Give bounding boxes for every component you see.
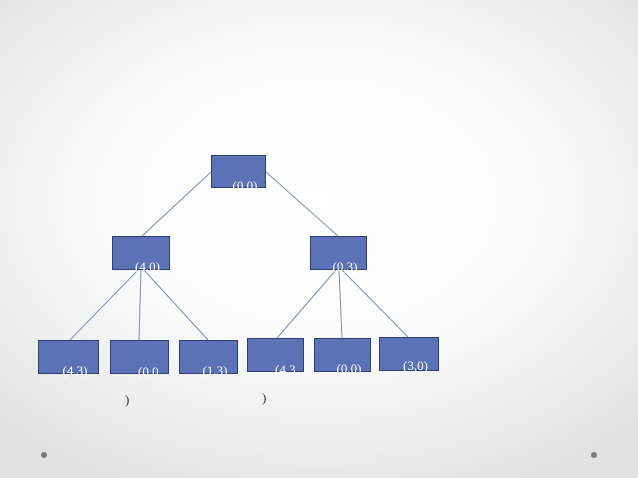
node-level2-2: (0,0 ) [110, 340, 169, 407]
node-level1-right: (0,3) [310, 236, 367, 274]
edge-left-child3 [143, 269, 209, 341]
node-level1-right-label: (0,3) [332, 259, 358, 274]
node-level2-3-label: (1,3) [202, 363, 228, 378]
node-level2-4-label-line1: (4,3 [275, 362, 296, 377]
node-root-label: (0,0) [232, 178, 258, 193]
edge-left-child2 [138, 269, 142, 341]
node-level1-left-label: (4,0) [135, 259, 160, 274]
decorative-dot-left [41, 452, 47, 458]
node-level2-4: (4,3 ) [247, 338, 304, 405]
node-level2-5-label: (0,0) [336, 361, 362, 376]
decorative-dot-right [591, 452, 597, 458]
edge-root-right [265, 171, 339, 237]
edge-right-child1 [276, 269, 337, 339]
node-level2-3: (1,3) [179, 340, 238, 378]
node-level2-6-label: (3,0) [403, 358, 428, 373]
node-level2-6: (3,0) [379, 337, 439, 373]
edge-left-child1 [69, 269, 139, 341]
node-level1-left: (4,0) [112, 236, 170, 274]
node-level2-1-label: (4,3) [62, 363, 88, 378]
node-level2-2-label-line2: ) [125, 392, 130, 407]
edge-right-child3 [341, 269, 409, 338]
edge-root-left [141, 171, 212, 237]
node-level2-1: (4,3) [38, 340, 99, 378]
node-level2-4-label-line2: ) [262, 390, 267, 405]
node-root: (0,0) [211, 155, 266, 193]
node-level2-2-label-line1: (0,0 [138, 364, 159, 379]
edge-right-child2 [338, 269, 343, 339]
node-level2-5: (0,0) [314, 338, 371, 376]
